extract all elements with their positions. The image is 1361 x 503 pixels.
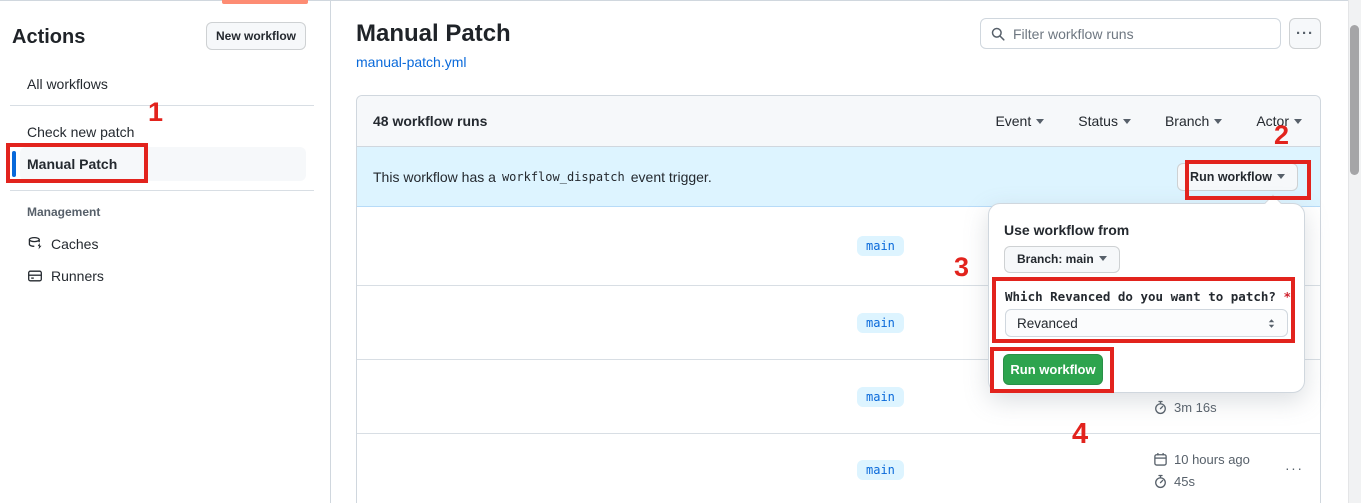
- page-scrollbar-thumb[interactable]: [1350, 25, 1359, 175]
- runs-filters: Event Status Branch Actor: [995, 113, 1302, 129]
- dialog-input-label: Which Revanced do you want to patch? *: [1005, 289, 1291, 304]
- workflow-run-row[interactable]: main: [357, 285, 1320, 359]
- required-marker: *: [1283, 289, 1291, 304]
- revanced-select[interactable]: Revanced: [1005, 309, 1288, 337]
- workflow-run-row[interactable]: main 3m 16s: [357, 359, 1320, 433]
- runs-card-header: 48 workflow runs Event Status Branch Act…: [357, 96, 1320, 147]
- banner-text-before: This workflow has a: [373, 168, 496, 185]
- selected-indicator-bar: [12, 151, 16, 177]
- banner-code: workflow_dispatch: [501, 169, 625, 184]
- management-section-label: Management: [27, 205, 101, 219]
- branch-badge[interactable]: main: [857, 236, 904, 256]
- chevron-down-icon: [1214, 119, 1223, 124]
- branch-badge[interactable]: main: [857, 312, 904, 333]
- chevron-down-icon: [1122, 119, 1131, 124]
- branch-badge[interactable]: main: [857, 386, 904, 407]
- sidebar-title: Actions: [12, 26, 86, 48]
- cache-database-icon: [27, 236, 43, 252]
- sidebar-item-all-workflows[interactable]: All workflows: [27, 76, 108, 92]
- calendar-icon: [1153, 452, 1168, 467]
- workflow-more-options-button[interactable]: ···: [1289, 18, 1321, 49]
- run-duration: 3m 16s: [1153, 400, 1217, 415]
- sidebar-right-border: [330, 0, 331, 503]
- run-row-menu-button[interactable]: ···: [1285, 460, 1304, 476]
- sidebar-divider: [10, 105, 314, 106]
- workflow-runs-count: 48 workflow runs: [373, 113, 488, 129]
- annotation-number-1: 1: [148, 97, 164, 127]
- runners-icon: [27, 268, 43, 284]
- sidebar-item-caches-label: Caches: [51, 236, 99, 252]
- page-title: Manual Patch: [356, 20, 511, 47]
- revanced-select-value: Revanced: [1017, 315, 1078, 331]
- stopwatch-icon: [1153, 400, 1168, 415]
- sidebar-item-runners-label: Runners: [51, 268, 104, 284]
- run-started-time: 10 hours ago: [1153, 452, 1250, 467]
- branch-selector-button[interactable]: Branch: main: [1004, 246, 1120, 273]
- workflow-run-row[interactable]: main: [357, 207, 1320, 285]
- filter-event[interactable]: Event: [995, 113, 1045, 129]
- chevron-down-icon: [1294, 119, 1302, 124]
- select-updown-icon: [1264, 316, 1279, 331]
- new-workflow-button[interactable]: New workflow: [206, 22, 306, 50]
- workflow-file-link[interactable]: manual-patch.yml: [356, 54, 467, 70]
- filter-branch[interactable]: Branch: [1165, 113, 1223, 129]
- search-input[interactable]: [1013, 25, 1280, 42]
- run-workflow-submit-button[interactable]: Run workflow: [1003, 354, 1103, 385]
- search-icon: [990, 26, 1006, 42]
- filter-status[interactable]: Status: [1078, 113, 1131, 129]
- active-tab-underline: [222, 0, 308, 4]
- sidebar-item-manual-patch-label: Manual Patch: [27, 156, 118, 172]
- workflow-dispatch-banner: This workflow has a workflow_dispatch ev…: [357, 147, 1320, 207]
- dialog-heading: Use workflow from: [1004, 222, 1130, 238]
- banner-text-after: event trigger.: [630, 168, 712, 185]
- top-border: [0, 0, 1361, 1]
- filter-runs-searchbox[interactable]: [980, 18, 1281, 49]
- branch-badge[interactable]: main: [857, 460, 904, 480]
- run-duration: 45s: [1153, 474, 1195, 489]
- filter-actor[interactable]: Actor: [1256, 113, 1302, 129]
- sidebar-item-runners[interactable]: Runners: [27, 268, 104, 284]
- sidebar-divider: [10, 190, 314, 191]
- run-workflow-dropdown-button[interactable]: Run workflow: [1177, 163, 1298, 191]
- sidebar-item-manual-patch[interactable]: [20, 147, 306, 181]
- run-workflow-dialog: Use workflow from Branch: main Which Rev…: [988, 194, 1305, 393]
- workflow-run-row[interactable]: main 10 hours ago: [357, 433, 1320, 503]
- chevron-down-icon: [1277, 174, 1285, 179]
- stopwatch-icon: [1153, 474, 1168, 489]
- sidebar-item-caches[interactable]: Caches: [27, 236, 98, 252]
- chevron-down-icon: [1036, 119, 1045, 124]
- sidebar-item-check-new-patch[interactable]: Check new patch: [27, 124, 135, 140]
- chevron-down-icon: [1098, 256, 1107, 261]
